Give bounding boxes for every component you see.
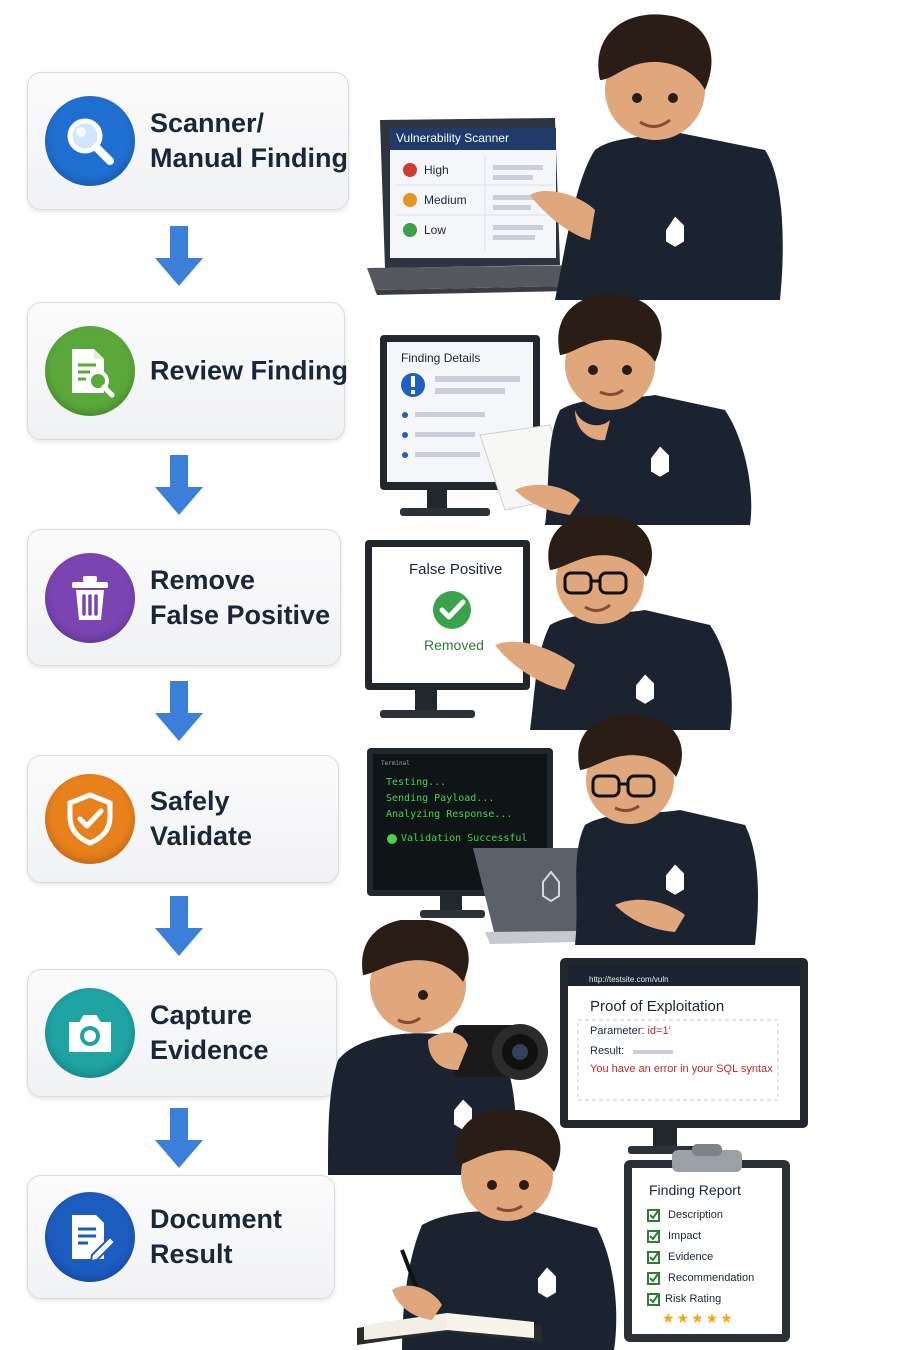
evidence-url: http://testsite.com/vuln	[589, 975, 669, 984]
result-label: Result:	[590, 1045, 625, 1057]
removed-status: Removed	[424, 637, 484, 653]
down-arrow-icon	[153, 896, 205, 958]
terminal-brand: Terminal	[381, 760, 410, 767]
medium-severity-icon	[403, 193, 417, 207]
down-arrow-icon	[153, 1108, 205, 1170]
checkbox-icon	[647, 1272, 660, 1285]
false-positive-title: False Positive	[409, 561, 503, 578]
review-monitor-illustration	[380, 294, 752, 525]
shield-logo-icon	[542, 870, 560, 903]
report-title: Finding Report	[649, 1182, 741, 1198]
shield-check-icon	[45, 774, 135, 864]
checkbox-icon	[647, 1251, 660, 1264]
report-item-description: Description	[668, 1209, 724, 1221]
severity-high-label: High	[424, 163, 449, 177]
step-title: Scanner/Manual Finding	[150, 108, 348, 173]
terminal-validation-illustration	[367, 714, 758, 945]
high-severity-icon	[403, 163, 417, 177]
terminal-result: Validation Successful	[401, 833, 528, 844]
check-circle-icon	[433, 591, 471, 629]
report-item-evidence: Evidence	[668, 1251, 714, 1263]
checkbox-icon	[647, 1209, 660, 1222]
success-check-icon	[387, 834, 397, 844]
severity-low-label: Low	[424, 223, 447, 237]
terminal-line: Analyzing Response...	[386, 809, 513, 820]
document-search-icon	[45, 326, 135, 416]
evidence-title: Proof of Exploitation	[590, 998, 725, 1015]
step-card-scanner: Scanner/Manual Finding	[27, 72, 349, 210]
risk-rating-stars: ★★★★★	[662, 1310, 735, 1326]
sql-error-text: You have an error in your SQL syntax	[590, 1063, 773, 1075]
parameter-label: Parameter: id=1'	[590, 1025, 671, 1037]
checkbox-icon	[647, 1230, 660, 1243]
low-severity-icon	[403, 223, 417, 237]
checkbox-icon	[647, 1293, 660, 1306]
report-item-impact: Impact	[668, 1230, 702, 1242]
step-title: Review Finding	[150, 355, 349, 386]
down-arrow-icon	[153, 226, 205, 288]
severity-medium-label: Medium	[424, 193, 467, 207]
shield-logo-icon	[536, 1264, 558, 1301]
shield-logo-icon	[634, 671, 656, 707]
document-result-illustration	[357, 1110, 790, 1350]
shield-logo-icon	[649, 443, 671, 480]
finding-details-title: Finding Details	[401, 351, 481, 365]
report-item-recommendation: Recommendation	[668, 1272, 755, 1284]
scanner-laptop-illustration	[367, 14, 783, 300]
step-card-review: Review Finding	[27, 302, 349, 440]
magnifier-icon	[45, 96, 135, 186]
terminal-line: Sending Payload...	[386, 793, 495, 804]
scanner-window-title: Vulnerability Scanner	[396, 131, 509, 145]
false-positive-monitor-illustration	[365, 515, 732, 730]
camera-icon	[45, 988, 135, 1078]
down-arrow-icon	[153, 455, 205, 517]
shield-logo-icon	[664, 213, 686, 250]
trash-icon	[45, 552, 135, 643]
shield-logo-icon	[664, 861, 686, 898]
report-item-risk-rating: Risk Rating	[665, 1293, 722, 1305]
terminal-line: Testing...	[386, 777, 447, 788]
down-arrow-icon	[153, 681, 205, 743]
edit-document-icon	[45, 1192, 135, 1282]
